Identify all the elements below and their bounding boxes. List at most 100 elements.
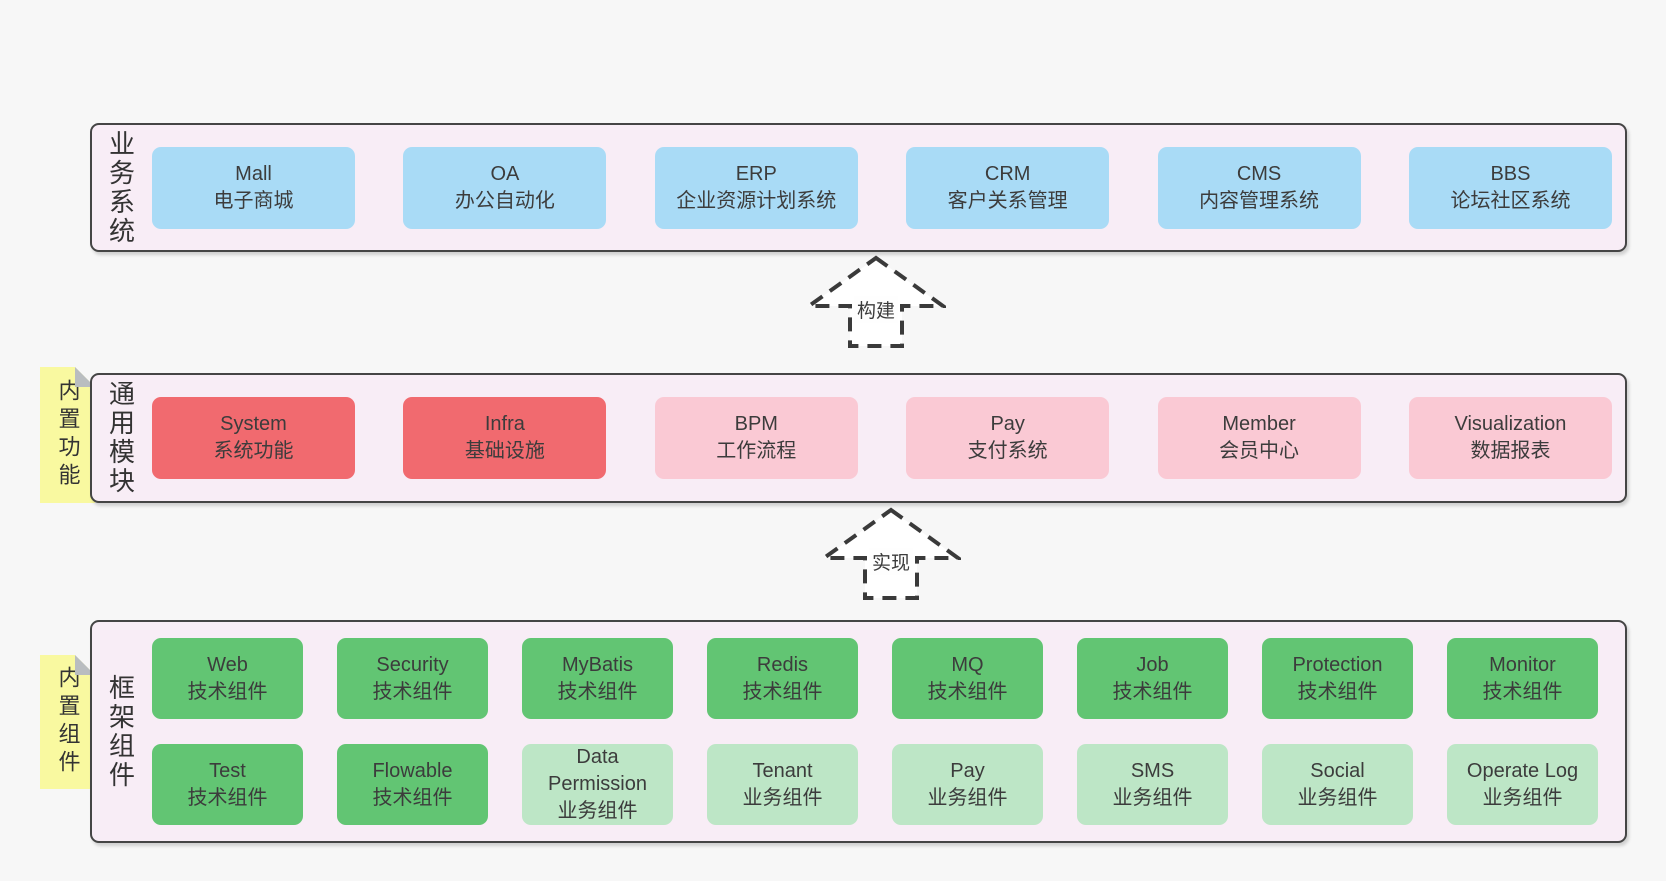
box-system: System 系统功能 [152, 397, 355, 479]
box-subtitle: 技术组件 [1112, 680, 1193, 703]
box-subtitle: 业务组件 [1482, 786, 1563, 809]
box-title: CMS [1236, 162, 1282, 185]
box-title: SMS [1130, 759, 1175, 782]
box-subtitle: 工作流程 [716, 440, 797, 462]
section-business-systems: 业务系统 Mall 电子商城 OA 办公自动化 ERP 企业资源计划系统 CRM 客户关系管理… [90, 123, 1627, 252]
box-subtitle: 业务组件 [1112, 786, 1193, 809]
sticky-tab-built-in-features: 内置功能 [40, 367, 95, 503]
box-subtitle: 会员中心 [1219, 440, 1300, 462]
dashed-up-arrow: 实现 [821, 507, 961, 602]
box-operate-log: Operate Log 业务组件 [1447, 744, 1598, 825]
box-web: Web 技术组件 [152, 638, 303, 719]
box-title: Data Permission [548, 746, 647, 795]
box-infra: Infra 基础设施 [403, 397, 607, 479]
section-label: 框架组件 [105, 673, 136, 790]
box-erp: ERP 企业资源计划系统 [654, 146, 858, 229]
arrow-label-build: 构建 [853, 296, 899, 323]
box-subtitle: 企业资源计划系统 [676, 189, 837, 212]
box-title: Redis [756, 653, 809, 676]
box-subtitle: 技术组件 [372, 786, 453, 809]
box-redis: Redis 技术组件 [707, 638, 858, 719]
box-pay: Pay 业务组件 [892, 744, 1043, 825]
box-mall: Mall 电子商城 [152, 146, 355, 229]
box-title: Flowable [372, 759, 453, 782]
box-monitor: Monitor 技术组件 [1447, 638, 1598, 719]
box-subtitle: 技术组件 [187, 786, 268, 809]
box-row: Mall 电子商城 OA 办公自动化 ERP 企业资源计划系统 CRM 客户关系管理 CMS 内容… [152, 146, 1612, 229]
box-subtitle: 技术组件 [927, 680, 1008, 703]
box-subtitle: 技术组件 [742, 680, 823, 703]
box-title: Protection [1292, 653, 1383, 676]
sticky-tab-built-in-components: 内置组件 [40, 655, 95, 789]
box-title: Social [1310, 759, 1365, 782]
sticky-tab-label: 内置功能 [55, 379, 81, 491]
box-title: MQ [951, 653, 984, 676]
arrow-label-implement: 实现 [868, 548, 914, 575]
box-title: OA [490, 162, 520, 185]
box-bbs: BBS 论坛社区系统 [1408, 146, 1612, 229]
box-title: Operate Log [1466, 759, 1579, 782]
box-bpm: BPM 工作流程 [654, 397, 858, 479]
box-cms: CMS 内容管理系统 [1157, 146, 1361, 229]
box-pay: Pay 支付系统 [906, 397, 1110, 479]
section-common-modules: 通用模块 System 系统功能 Infra 基础设施 BPM 工作流程 Pay 支付系统 Me… [90, 373, 1627, 503]
box-title: CRM [984, 162, 1031, 185]
box-title: Infra [484, 413, 525, 435]
box-subtitle: 客户关系管理 [947, 189, 1068, 212]
box-title: Pay [990, 413, 1025, 435]
box-title: Member [1222, 413, 1296, 435]
box-title: BPM [734, 413, 778, 435]
box-subtitle: 数据报表 [1470, 440, 1551, 462]
box-grid: Mall 电子商城 OA 办公自动化 ERP 企业资源计划系统 CRM 客户关系管理 CMS 内容… [152, 125, 1612, 250]
box-sms: SMS 业务组件 [1077, 744, 1228, 825]
box-data-permission: Data Permission 业务组件 [522, 744, 673, 825]
box-title: ERP [735, 162, 777, 185]
box-title: Visualization [1454, 413, 1567, 435]
box-subtitle: 论坛社区系统 [1450, 189, 1571, 212]
box-subtitle: 支付系统 [967, 440, 1048, 462]
box-subtitle: 电子商城 [213, 189, 294, 212]
box-oa: OA 办公自动化 [403, 146, 607, 229]
box-title: Tenant [752, 759, 813, 782]
box-tenant: Tenant 业务组件 [707, 744, 858, 825]
box-subtitle: 技术组件 [1297, 680, 1378, 703]
box-title: BBS [1490, 162, 1531, 185]
box-subtitle: 技术组件 [1482, 680, 1563, 703]
section-label: 通用模块 [105, 380, 136, 496]
box-subtitle: 内容管理系统 [1199, 189, 1320, 212]
section-label: 业务系统 [105, 129, 136, 246]
sticky-tab-label: 内置组件 [55, 666, 81, 778]
box-title: Monitor [1489, 653, 1556, 676]
box-subtitle: 技术组件 [187, 680, 268, 703]
box-subtitle: 系统功能 [213, 440, 294, 462]
dashed-up-arrow: 构建 [806, 255, 946, 350]
box-title: Security [376, 653, 449, 676]
box-title: Mall [235, 162, 272, 185]
box-subtitle: 业务组件 [1297, 786, 1378, 809]
box-visualization: Visualization 数据报表 [1408, 397, 1612, 479]
box-title: System [220, 413, 287, 435]
box-row: System 系统功能 Infra 基础设施 BPM 工作流程 Pay 支付系统 Member 会… [152, 397, 1612, 479]
box-mq: MQ 技术组件 [892, 638, 1043, 719]
box-member: Member 会员中心 [1157, 397, 1361, 479]
box-crm: CRM 客户关系管理 [906, 146, 1110, 229]
box-subtitle: 业务组件 [557, 800, 638, 822]
box-subtitle: 业务组件 [927, 786, 1008, 809]
box-title: Web [207, 653, 248, 676]
box-subtitle: 办公自动化 [454, 189, 555, 212]
box-flowable: Flowable 技术组件 [337, 744, 488, 825]
box-subtitle: 业务组件 [742, 786, 823, 809]
box-social: Social 业务组件 [1262, 744, 1413, 825]
box-title: Pay [950, 759, 985, 782]
box-subtitle: 基础设施 [464, 440, 545, 462]
box-protection: Protection 技术组件 [1262, 638, 1413, 719]
